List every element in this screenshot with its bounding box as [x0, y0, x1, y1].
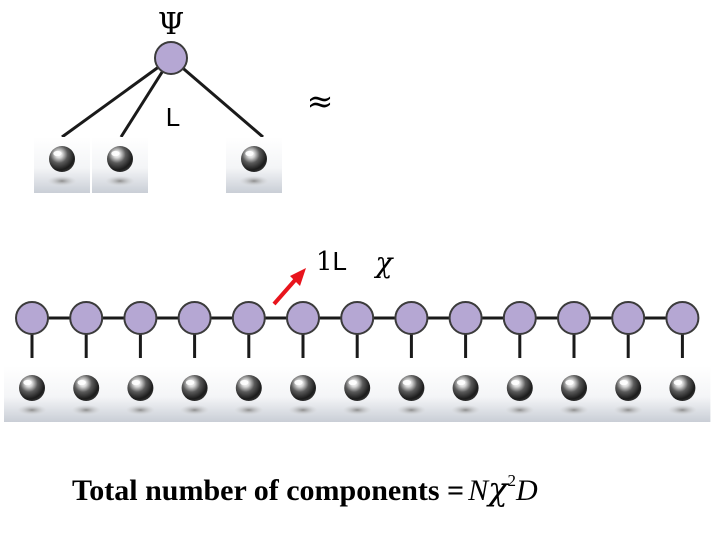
formula-D: D	[516, 474, 538, 507]
chrome-sphere-icon	[226, 137, 282, 193]
mps-tensor-node	[502, 301, 537, 335]
bond-dimension-chi: χ	[374, 246, 395, 279]
mps-tensor-node	[231, 301, 266, 335]
formula-N: N	[468, 474, 489, 507]
chrome-sphere-icon	[92, 137, 148, 193]
psi-tensor-node	[154, 41, 188, 75]
mps-tensor-node	[69, 301, 104, 335]
mps-physical-legs	[30, 334, 684, 358]
bond-label-prefix: 1	[316, 247, 333, 277]
tree-leg-1	[61, 56, 172, 139]
top-physical-sites	[34, 137, 282, 193]
mps-tensor-node	[123, 301, 158, 335]
chrome-sphere-icon	[4, 366, 60, 422]
chrome-sphere-icon	[275, 366, 331, 422]
chrome-sphere-icon	[437, 366, 494, 422]
bond-arrow-shaft	[272, 277, 298, 306]
mps-tensor-node	[340, 301, 375, 335]
tree-leg-label: L	[166, 102, 180, 132]
chrome-sphere-icon	[383, 366, 440, 422]
mps-tensor-node	[15, 301, 49, 335]
psi-symbol: Ψ	[158, 7, 184, 42]
bond-annotation: 1L χ	[272, 246, 395, 306]
top-tensor-group: Ψ L ≈	[61, 7, 334, 139]
tree-leg-3	[170, 56, 264, 139]
bond-label-L: L	[333, 246, 347, 276]
approx-symbol: ≈	[307, 82, 334, 120]
chrome-sphere-icon	[112, 366, 169, 422]
chrome-sphere-icon	[600, 366, 657, 422]
formula-exponent: 2	[507, 471, 517, 490]
mps-tensor-node	[394, 301, 429, 335]
bond-arrow-head	[290, 268, 306, 286]
mps-physical-sites	[4, 366, 711, 422]
mps-tensor-node	[448, 301, 483, 335]
formula-chi: χ	[488, 470, 508, 508]
mps-nodes	[15, 301, 700, 335]
chrome-sphere-icon	[491, 366, 548, 422]
chrome-sphere-icon	[329, 366, 386, 422]
component-count-formula: Total number of components = Nχ2D	[72, 470, 712, 520]
chrome-sphere-icon	[546, 366, 602, 422]
chrome-sphere-icon	[654, 366, 711, 422]
chrome-sphere-icon	[220, 366, 277, 422]
formula-label: Total number of components =	[72, 474, 465, 507]
mps-tensor-node	[557, 301, 591, 335]
chrome-sphere-icon	[58, 366, 115, 422]
bond-label: 1L	[316, 246, 347, 277]
mps-tensor-node	[177, 301, 212, 335]
mps-tensor-node	[665, 301, 700, 335]
mps-tensor-node	[611, 301, 646, 335]
chrome-sphere-icon	[166, 366, 223, 422]
mps-tensor-node	[286, 301, 320, 335]
chrome-sphere-icon	[34, 137, 90, 193]
